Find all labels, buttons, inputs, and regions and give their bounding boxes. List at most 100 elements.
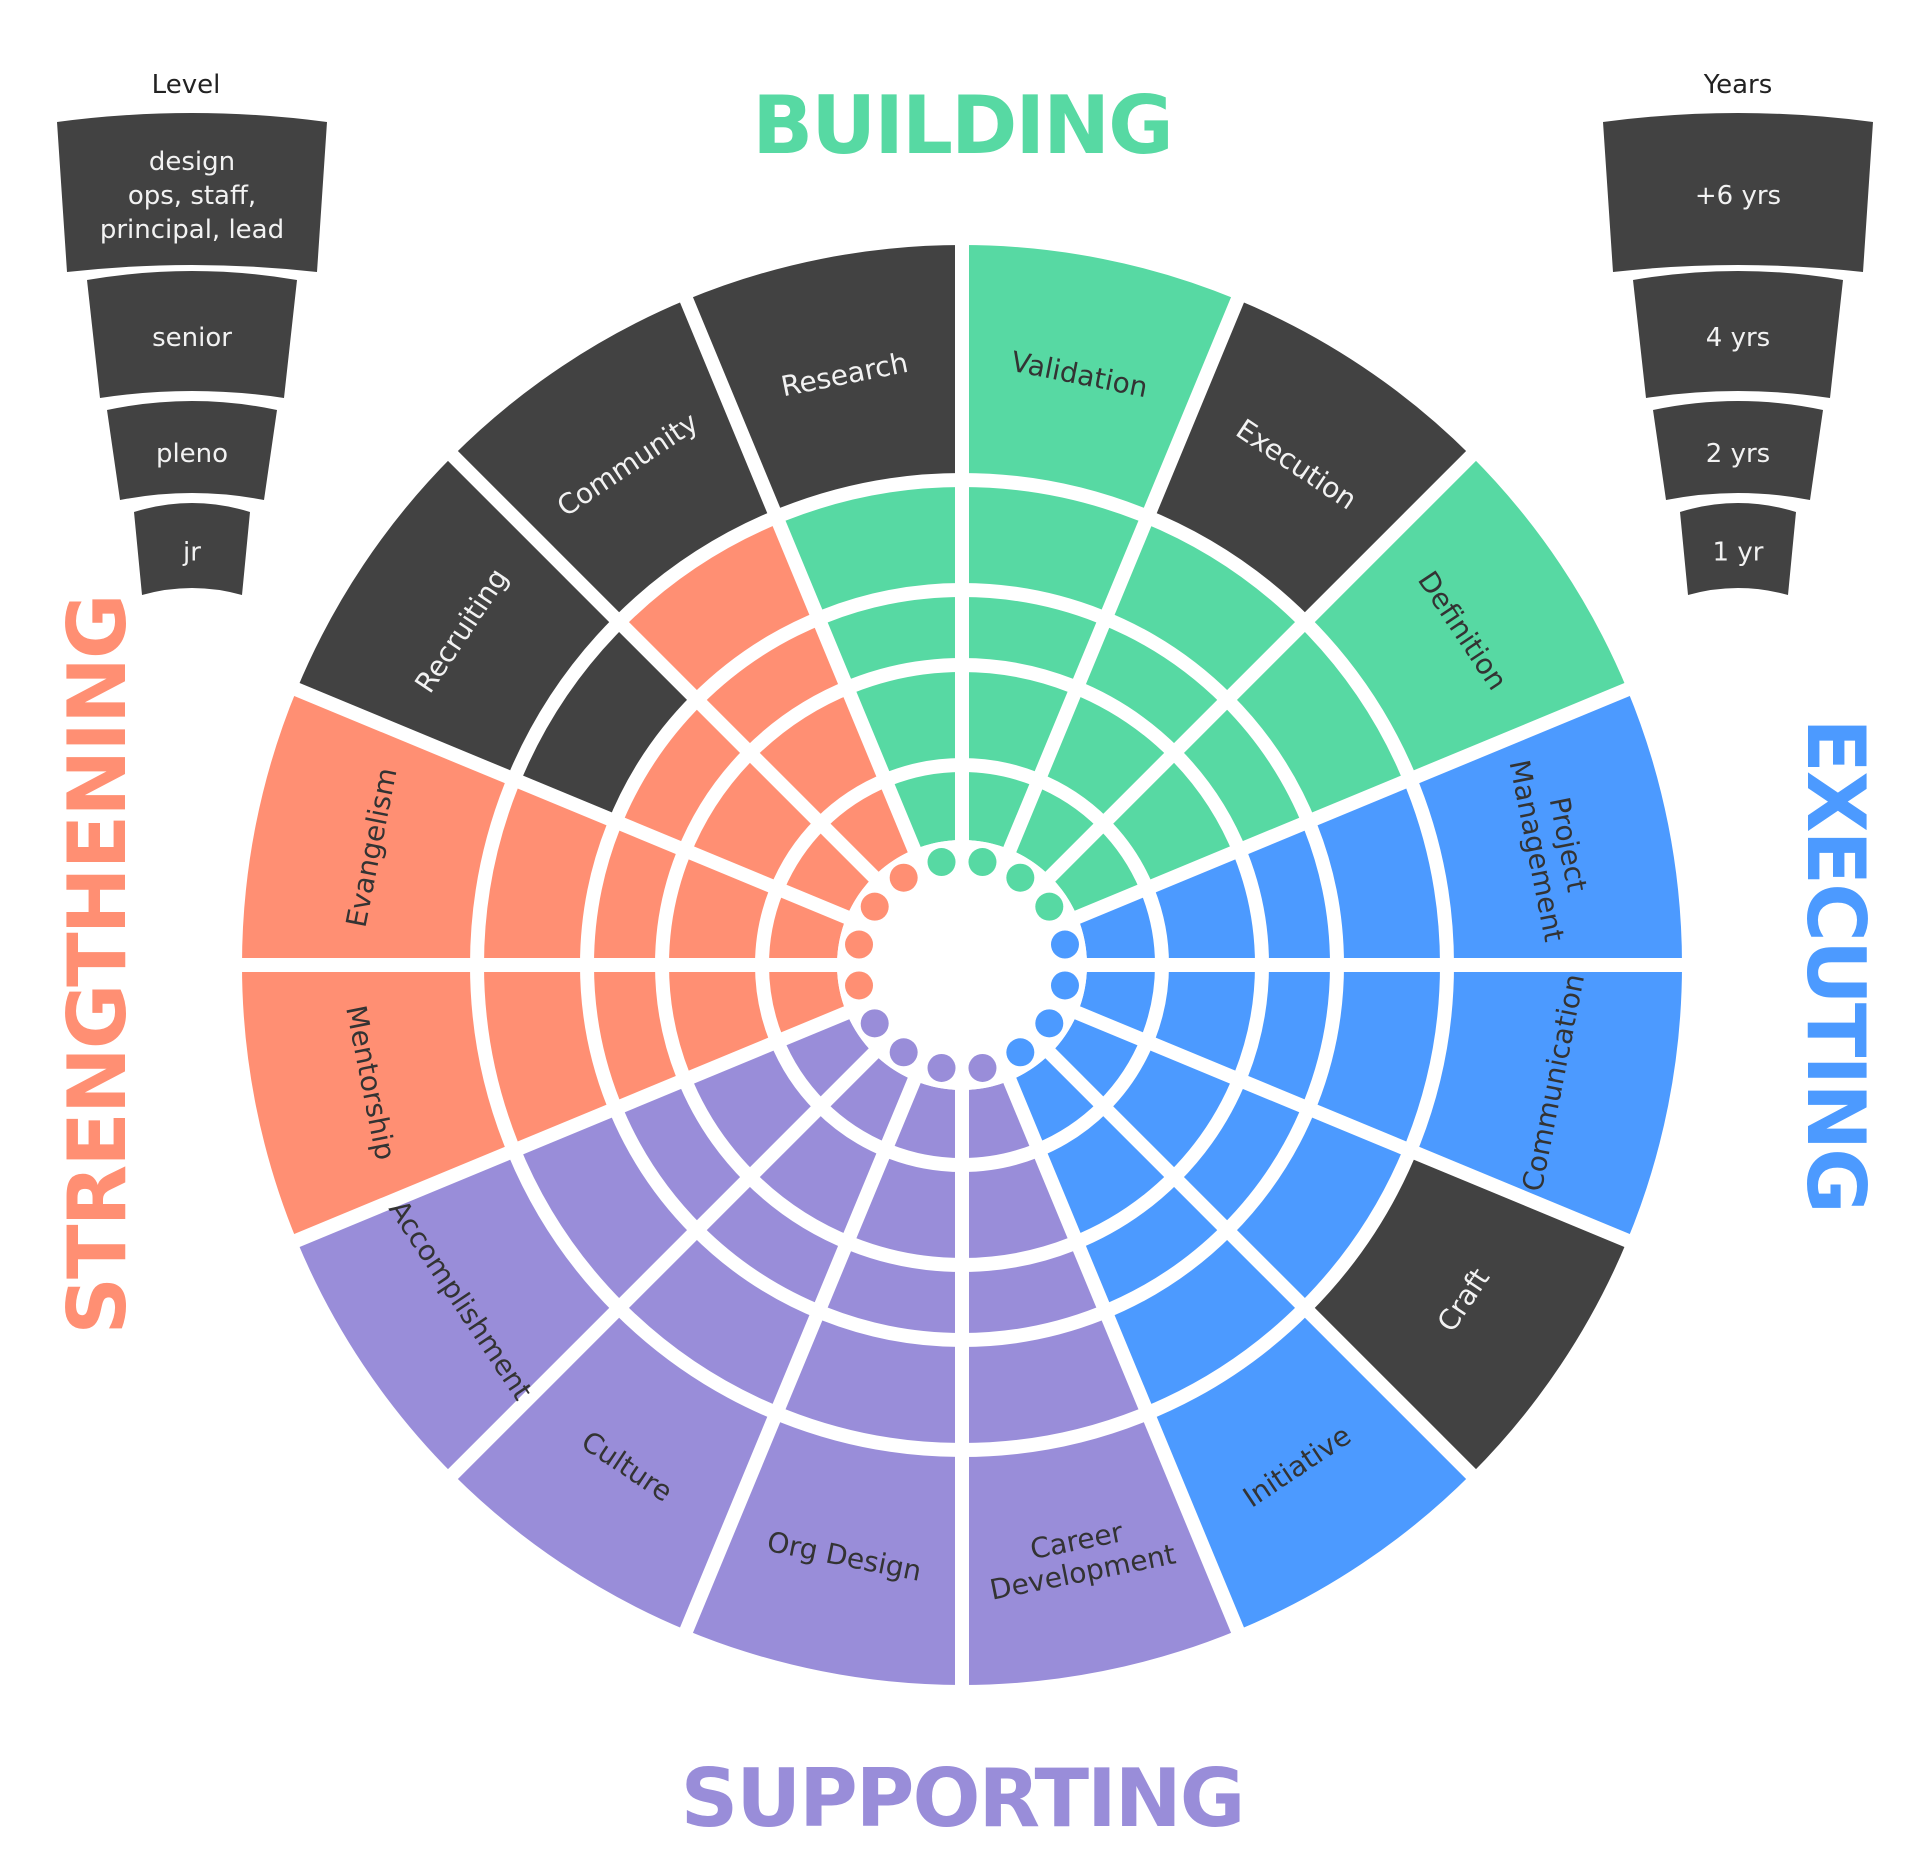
level-dot bbox=[1006, 1038, 1035, 1067]
level-legend-title: Level bbox=[152, 70, 221, 100]
legend-line: 4 yrs bbox=[1706, 323, 1770, 353]
group-title-supporting: SUPPORTING bbox=[681, 1752, 1244, 1845]
wheel-center bbox=[837, 840, 1087, 1090]
years-legend-title: Years bbox=[1703, 70, 1773, 100]
years-legend: Years +6 yrs 4 yrs 2 yrs 1 yr bbox=[1603, 70, 1873, 595]
wheel-cell-definition-level-5 bbox=[1304, 455, 1628, 780]
level-dot bbox=[927, 848, 956, 877]
level-legend-label: design ops, staff, principal, lead bbox=[100, 147, 284, 245]
wheel-cell-execution-level-2 bbox=[1038, 687, 1175, 824]
level-dot bbox=[968, 848, 997, 877]
years-legend-band bbox=[1653, 401, 1823, 500]
wheel-cell-community-level-3 bbox=[696, 618, 848, 753]
wheel-cell-project-management-level-4 bbox=[1308, 779, 1447, 965]
legend-line: 2 yrs bbox=[1706, 439, 1770, 469]
wheel bbox=[232, 235, 1692, 1695]
ring-divider bbox=[580, 583, 1344, 1347]
wheel-cell-career-development-level-4 bbox=[962, 1311, 1148, 1450]
level-legend-label: pleno bbox=[156, 439, 228, 469]
ring-divider bbox=[470, 473, 1454, 1457]
ring-divider bbox=[655, 658, 1269, 1272]
wheel-cell-evangelism-level-1 bbox=[762, 888, 847, 965]
wheel-cell-project-management-level-1 bbox=[1077, 888, 1163, 965]
level-legend-band bbox=[134, 503, 250, 595]
legend-line: +6 yrs bbox=[1695, 181, 1781, 211]
legend-line: design bbox=[149, 147, 235, 177]
wheel-cell-definition-level-4 bbox=[1227, 622, 1411, 822]
wheel-cell-recruiting-level-5 bbox=[296, 455, 620, 780]
wheel-cell-culture-level-2 bbox=[749, 1106, 886, 1243]
years-legend-band bbox=[1633, 271, 1843, 398]
level-legend: Level design ops, staff, principal, lead se… bbox=[57, 70, 327, 595]
level-legend-label: senior bbox=[152, 323, 232, 353]
legend-line: jr bbox=[182, 538, 201, 568]
wheel-cell-communication-level-4 bbox=[1308, 965, 1447, 1151]
wheel-cell-org-design-level-1 bbox=[885, 1080, 962, 1166]
level-dot bbox=[968, 1053, 997, 1082]
level-legend-band bbox=[57, 113, 327, 272]
wheel-cell-definition-level-2 bbox=[1103, 752, 1240, 889]
level-dot bbox=[860, 892, 889, 921]
legend-line: ops, staff, bbox=[128, 181, 256, 211]
wheel-cell-accomplishment-level-4 bbox=[513, 1108, 697, 1308]
level-dot bbox=[1035, 1009, 1064, 1038]
level-dot bbox=[1050, 971, 1079, 1000]
wheel-cell-recruiting-level-2 bbox=[684, 752, 821, 889]
wheel-cell-culture-level-3 bbox=[696, 1177, 848, 1312]
wheel-cell-craft-level-5 bbox=[1304, 1150, 1628, 1475]
ring-divider bbox=[755, 758, 1169, 1172]
legend-line: pleno bbox=[156, 439, 228, 469]
wheel-cell-research-level-4 bbox=[776, 480, 962, 619]
group-title-executing: EXECUTING bbox=[1789, 718, 1882, 1212]
legend-line: principal, lead bbox=[100, 215, 284, 245]
wheel-cell-community-level-5 bbox=[452, 299, 777, 623]
years-legend-label: 4 yrs bbox=[1706, 323, 1770, 353]
wheel-cell-communication-level-1 bbox=[1077, 965, 1162, 1042]
wheel-cell-culture-level-5 bbox=[452, 1307, 777, 1631]
wheel-cell-execution-level-4 bbox=[1105, 516, 1305, 700]
wheel-cell-initiative-level-4 bbox=[1105, 1230, 1305, 1414]
wheel-cell-initiative-level-2 bbox=[1038, 1106, 1175, 1243]
wheel-cell-recruiting-level-3 bbox=[615, 699, 750, 851]
wheel-cell-mentorship-level-1 bbox=[762, 965, 847, 1042]
wheel-cell-craft-level-2 bbox=[1103, 1041, 1240, 1178]
level-dot bbox=[1035, 892, 1064, 921]
wheel-cell-execution-level-5 bbox=[1147, 299, 1472, 623]
level-dot bbox=[1006, 863, 1035, 892]
years-legend-label: 2 yrs bbox=[1706, 439, 1770, 469]
group-title-building: BUILDING bbox=[752, 79, 1171, 172]
level-dot bbox=[889, 863, 918, 892]
wheel-cell-initiative-level-3 bbox=[1076, 1177, 1228, 1312]
level-dot bbox=[889, 1038, 918, 1067]
years-legend-label: +6 yrs bbox=[1695, 181, 1781, 211]
wheel-cell-community-level-4 bbox=[619, 516, 819, 700]
level-dot bbox=[860, 1009, 889, 1038]
level-legend-band bbox=[87, 271, 297, 398]
level-dot bbox=[1050, 930, 1079, 959]
wheel-cell-craft-level-4 bbox=[1227, 1108, 1411, 1308]
level-legend-label: jr bbox=[182, 538, 201, 568]
wheel-cell-validation-level-1 bbox=[962, 765, 1039, 850]
level-dots bbox=[845, 848, 1079, 1082]
wheel-cell-accomplishment-level-2 bbox=[684, 1041, 821, 1178]
level-legend-band bbox=[107, 401, 277, 500]
level-dot bbox=[927, 1053, 956, 1082]
wheel-cell-org-design-level-4 bbox=[776, 1311, 962, 1450]
level-dot bbox=[845, 930, 874, 959]
wheel-cell-craft-level-3 bbox=[1174, 1079, 1309, 1231]
years-legend-band bbox=[1603, 113, 1873, 272]
wheel-cell-validation-level-4 bbox=[962, 480, 1148, 619]
wheel-cell-execution-level-3 bbox=[1076, 618, 1228, 753]
wheel-cell-research-level-1 bbox=[885, 765, 962, 850]
wheel-cell-accomplishment-level-5 bbox=[296, 1150, 620, 1475]
legend-line: 1 yr bbox=[1713, 538, 1764, 568]
legend-line: senior bbox=[152, 323, 232, 353]
wheel-cell-initiative-level-5 bbox=[1147, 1307, 1472, 1631]
wheel-cell-accomplishment-level-3 bbox=[615, 1079, 750, 1231]
wheel-cell-recruiting-level-4 bbox=[513, 622, 697, 822]
wheel-cell-community-level-2 bbox=[749, 687, 886, 824]
years-legend-label: 1 yr bbox=[1713, 538, 1764, 568]
wheel-cell-mentorship-level-4 bbox=[477, 965, 616, 1151]
group-title-strengthening: STRENGTHENING bbox=[51, 595, 144, 1334]
